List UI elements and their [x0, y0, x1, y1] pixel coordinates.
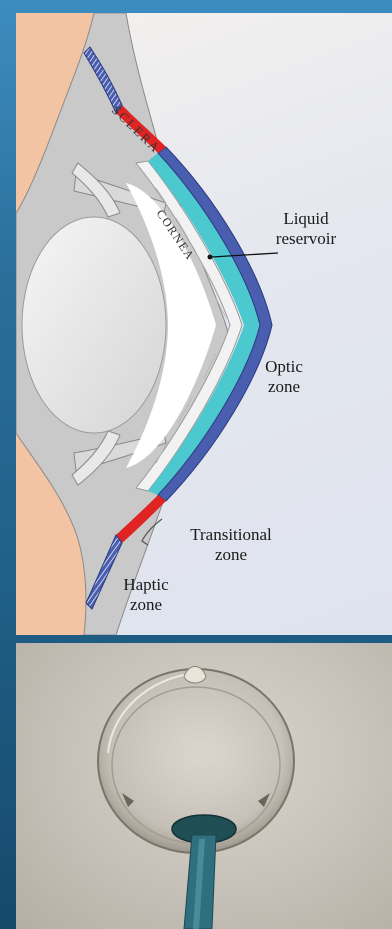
scleral-lens-photo [16, 643, 392, 929]
scleral-lens-diagram: SCLERA CORNEA Liquid reservoir Optic zon… [16, 13, 392, 635]
lens-photo-illustration [16, 643, 392, 929]
transitional-zone-label: Transitional zone [166, 525, 296, 565]
haptic-zone-label: Haptic zone [111, 575, 181, 615]
liquid-reservoir-label: Liquid reservoir [261, 209, 351, 249]
reservoir-leader-dot [208, 255, 213, 260]
crystalline-lens [22, 217, 166, 433]
optic-zone-label: Optic zone [254, 357, 314, 397]
